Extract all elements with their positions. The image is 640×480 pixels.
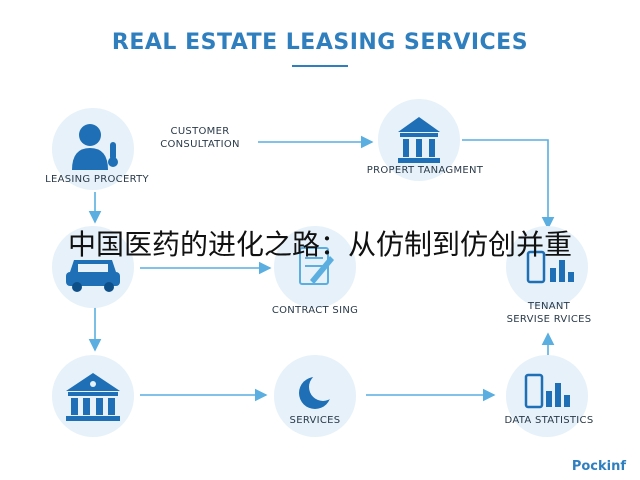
label-tenant-services: TENANT SERVISE RVICES	[506, 301, 592, 325]
overlay-caption: 中国医药的进化之路：从仿制到仿创并重	[67, 228, 572, 261]
car-icon	[66, 260, 120, 292]
moon-icon	[299, 373, 337, 409]
diagram-title: REAL ESTATE LEASING SERVICES	[111, 30, 529, 55]
label-contract-signing: CONTRACT SING	[271, 305, 359, 316]
bar-chart-icon	[526, 250, 574, 284]
phone-chart-icon	[524, 373, 570, 409]
node-car	[52, 226, 134, 308]
contract-pen-icon	[299, 247, 334, 285]
node-services	[274, 355, 356, 437]
node-data-statistics	[506, 355, 588, 437]
building-icon	[66, 373, 120, 421]
title-underline	[292, 65, 348, 67]
node-contract-signing	[274, 226, 356, 308]
node-building	[52, 355, 134, 437]
person-icon	[72, 124, 118, 170]
arrow-management-to-tenant	[462, 139, 555, 230]
label-property-management: PROPERT TANAGMENT	[366, 165, 484, 176]
node-tenant-services	[506, 226, 588, 308]
label-customer-consultation: CUSTOMER CONSULTATION	[160, 126, 240, 150]
node-property-management	[378, 99, 460, 181]
label-data-statistics: DATA STATISTICS	[504, 415, 594, 426]
brand-watermark: Pockinf	[571, 459, 626, 474]
bank-building-icon	[398, 117, 440, 163]
label-leasing-property: LEASING PROCERTY	[45, 174, 149, 185]
node-leasing-property	[52, 108, 134, 190]
label-services: SERVICES	[289, 415, 341, 426]
